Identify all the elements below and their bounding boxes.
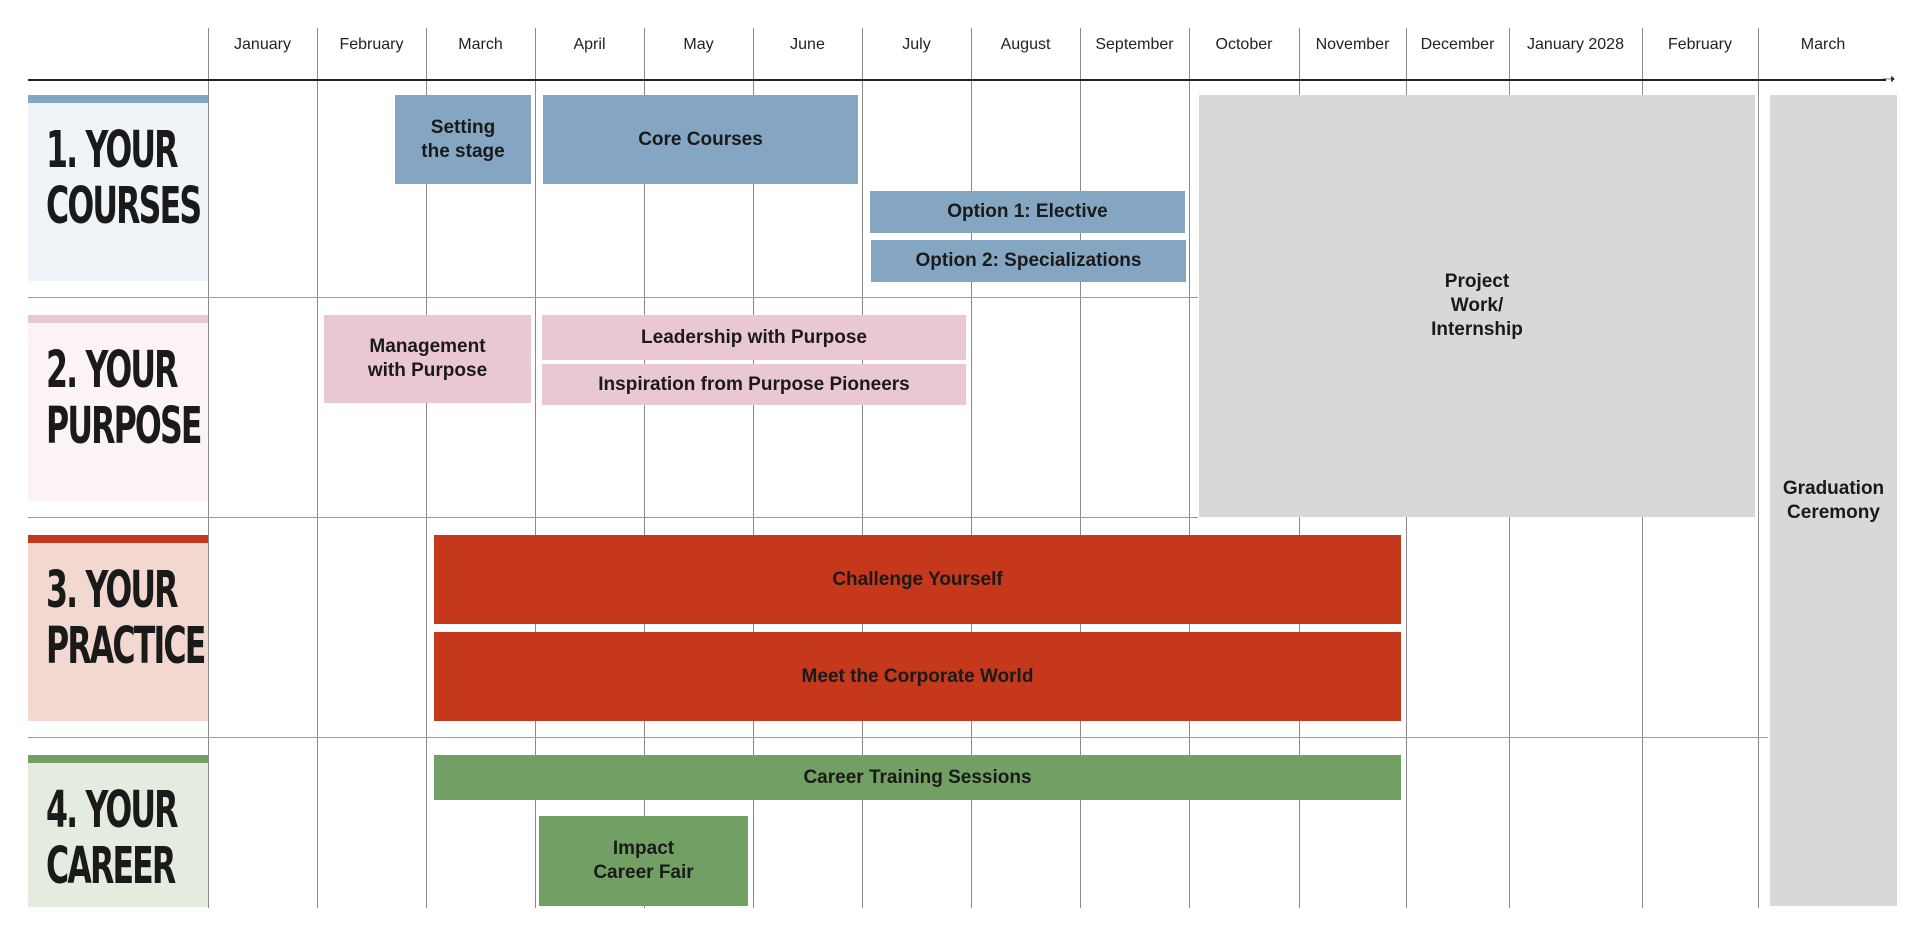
month-label: June [790, 36, 825, 53]
grid-line [862, 28, 863, 908]
challenge-yourself-block: Challenge Yourself [434, 535, 1401, 624]
management-with-purpose-block: Management with Purpose [324, 315, 531, 403]
month-label: January [234, 36, 291, 53]
month-label: October [1215, 36, 1273, 53]
career-training-block: Career Training Sessions [434, 755, 1401, 800]
timeline-axis [28, 79, 1886, 81]
grid-line [971, 28, 972, 908]
month-label: January 2028 [1527, 36, 1624, 53]
month-label: August [1000, 36, 1051, 53]
row-title: 2. YOUR PURPOSE [46, 341, 202, 456]
month-label: September [1095, 36, 1174, 53]
grid-line [1758, 28, 1759, 908]
leadership-with-purpose-block: Leadership with Purpose [542, 315, 966, 360]
month-label: December [1420, 36, 1495, 53]
impact-career-fair-block: Impact Career Fair [539, 816, 748, 906]
grid-line [426, 28, 427, 908]
grid-line [1080, 28, 1081, 908]
month-label: March [1800, 36, 1846, 53]
month-label: July [902, 36, 931, 53]
axis-arrow-icon: ➝ [1882, 71, 1896, 88]
month-label: February [339, 36, 404, 53]
corporate-world-block: Meet the Corporate World [434, 632, 1401, 721]
row-stripe [28, 535, 208, 543]
month-label: March [458, 36, 503, 53]
grid-line [753, 28, 754, 908]
row-stripe [28, 95, 208, 103]
specializations-option-block: Option 2: Specializations [871, 240, 1186, 282]
elective-option-block: Option 1: Elective [870, 191, 1185, 233]
grid-line [1189, 28, 1190, 908]
month-label: February [1667, 36, 1733, 53]
row-stripe [28, 315, 208, 323]
row-separator [28, 297, 1198, 298]
row-label-practice: 3. YOUR PRACTICE [28, 535, 208, 721]
row-title: 1. YOUR COURSES [46, 121, 202, 236]
month-label: November [1315, 36, 1390, 53]
row-label-courses: 1. YOUR COURSES [28, 95, 208, 281]
grid-line [535, 28, 536, 908]
grid-line [208, 28, 209, 908]
row-separator [28, 737, 1768, 738]
project-work-internship-block: Project Work/ Internship [1199, 95, 1755, 517]
row-separator [28, 517, 1198, 518]
setting-the-stage-block: Setting the stage [395, 95, 531, 184]
core-courses-block: Core Courses [543, 95, 858, 184]
row-title: 3. YOUR PRACTICE [46, 561, 206, 676]
row-stripe [28, 755, 208, 763]
row-title: 4. YOUR CAREER [46, 781, 179, 896]
row-label-purpose: 2. YOUR PURPOSE [28, 315, 208, 501]
purpose-pioneers-block: Inspiration from Purpose Pioneers [542, 364, 966, 405]
grid-line [317, 28, 318, 908]
month-label: April [573, 36, 606, 53]
row-label-career: 4. YOUR CAREER [28, 755, 208, 907]
grid-line [644, 28, 645, 908]
graduation-ceremony-block: Graduation Ceremony [1770, 95, 1897, 906]
month-label: May [683, 36, 714, 53]
